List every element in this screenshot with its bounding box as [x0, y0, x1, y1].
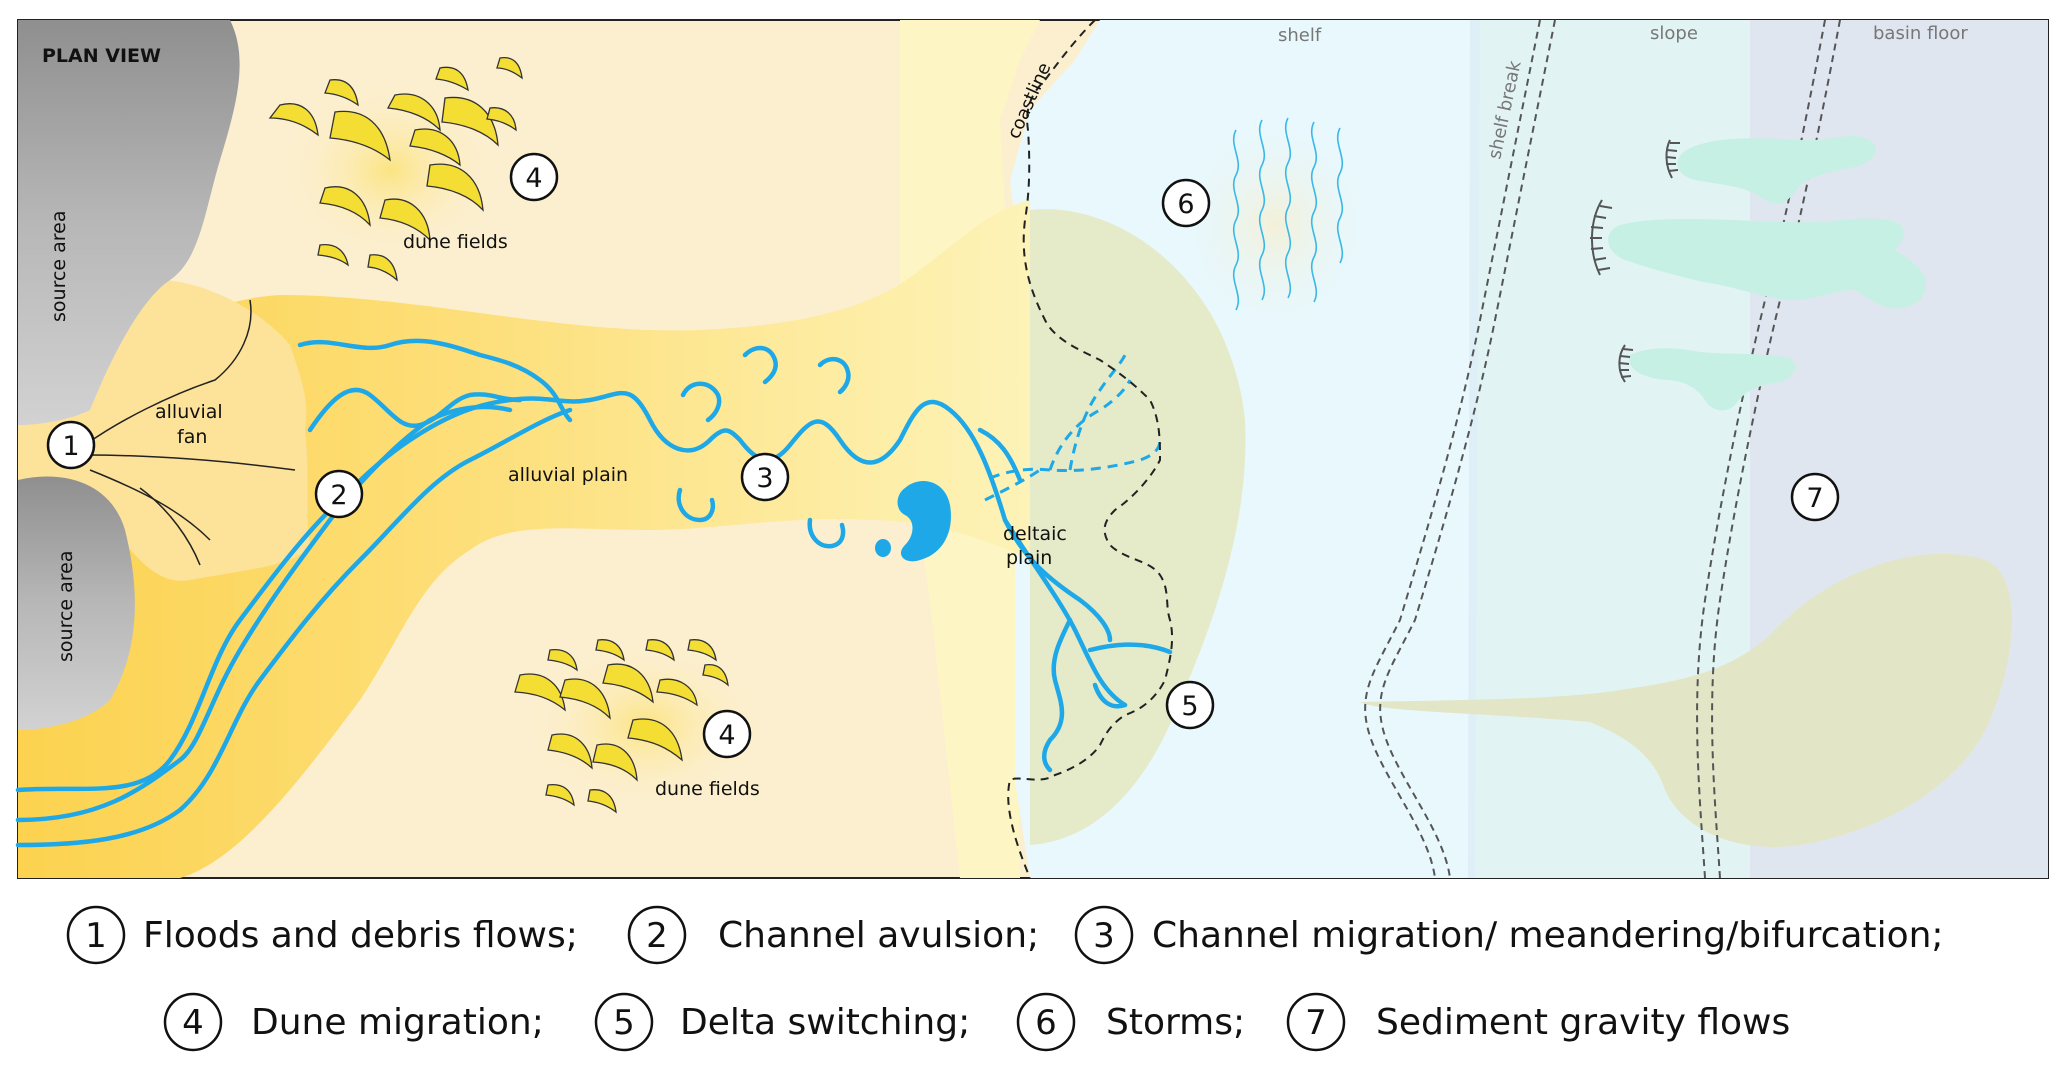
- source-area-bottom: [18, 476, 135, 730]
- marker-3: 3: [740, 452, 790, 502]
- basin-floor-label: basin floor: [1873, 23, 1968, 44]
- shelf-break-line: [1364, 19, 1556, 879]
- coastline: [1007, 19, 1174, 879]
- dunes-bottom: [514, 639, 729, 814]
- svg-text:2: 2: [646, 916, 668, 956]
- legend-text-3: Channel migration/ meandering/bifurcatio…: [1152, 915, 1944, 956]
- legend-item-3: 3 Channel migration/ meandering/bifurcat…: [1074, 905, 1944, 965]
- marker-6: 6: [1161, 178, 1211, 228]
- svg-text:4: 4: [718, 720, 735, 751]
- shelf-label: shelf: [1278, 25, 1322, 46]
- legend-item-4: 4 Dune migration;: [163, 992, 544, 1052]
- svg-text:1: 1: [62, 431, 79, 462]
- storm-glow: [1170, 110, 1380, 340]
- source-area-top-label: source area: [48, 210, 70, 322]
- svg-text:5: 5: [1181, 691, 1198, 722]
- legend-text-5: Delta switching;: [680, 1002, 970, 1043]
- marker-7: 7: [1790, 472, 1840, 522]
- alluvial-fan-label-line1: alluvial: [155, 401, 223, 423]
- deltaic-plain-label-line1: deltaic: [1003, 523, 1067, 545]
- svg-text:1: 1: [85, 916, 107, 956]
- legend-text-2: Channel avulsion;: [718, 915, 1039, 956]
- svg-text:6: 6: [1177, 189, 1194, 220]
- marker-2: 2: [314, 469, 364, 519]
- storm-waves: [1232, 117, 1344, 311]
- abandoned-distributaries: [984, 354, 1162, 502]
- source-area-bottom-label: source area: [55, 550, 77, 662]
- oxbow-lakes: [676, 345, 851, 549]
- legend-text-4: Dune migration;: [251, 1002, 544, 1043]
- svg-text:2: 2: [330, 480, 347, 511]
- svg-text:4: 4: [182, 1003, 204, 1043]
- dune-fields-bottom-label: dune fields: [655, 778, 760, 800]
- plan-view-title: PLAN VIEW: [42, 45, 161, 67]
- svg-text:3: 3: [1093, 916, 1115, 956]
- legend-item-2: 2 Channel avulsion;: [627, 905, 1039, 965]
- legend-item-6: 6 Storms;: [1016, 992, 1245, 1052]
- svg-text:3: 3: [756, 463, 773, 494]
- svg-text:5: 5: [613, 1003, 635, 1043]
- marker-5: 5: [1165, 680, 1215, 730]
- svg-text:7: 7: [1305, 1003, 1327, 1043]
- submarine-fan-lobe: [1360, 553, 2012, 847]
- alluvial-plain-label: alluvial plain: [508, 464, 628, 486]
- shelf-outer-band: [1468, 20, 1480, 878]
- river-channels: [15, 338, 1173, 848]
- marker-4-top: 4: [509, 152, 559, 202]
- marker-1: 1: [46, 420, 96, 470]
- svg-text:4: 4: [525, 163, 542, 194]
- legend-item-1: 1 Floods and debris flows;: [66, 905, 578, 965]
- delta-lobe: [1030, 209, 1246, 846]
- gravity-flow-plumes: [1608, 135, 1926, 411]
- source-area-top: [18, 20, 240, 425]
- slope-label: slope: [1650, 23, 1698, 44]
- svg-text:7: 7: [1806, 483, 1823, 514]
- dune-fields-top-label: dune fields: [403, 231, 508, 253]
- lake: [897, 481, 951, 562]
- deltaic-plain-label-line2: plain: [1006, 547, 1052, 569]
- slump-scarps: [1590, 139, 1680, 383]
- alluvial-fan-label-line2: fan: [177, 426, 207, 448]
- legend-text-6: Storms;: [1106, 1002, 1245, 1043]
- dunes-top: [268, 56, 523, 282]
- legend-text-7: Sediment gravity flows: [1376, 1002, 1790, 1043]
- fan-lines: [84, 299, 296, 566]
- legend-item-7: 7 Sediment gravity flows: [1286, 992, 1790, 1052]
- svg-text:6: 6: [1035, 1003, 1057, 1043]
- legend-text-1: Floods and debris flows;: [143, 915, 578, 956]
- marker-4-bottom: 4: [702, 709, 752, 759]
- lake-small: [875, 539, 891, 557]
- legend: 1 Floods and debris flows; 2 Channel avu…: [66, 905, 1944, 1052]
- legend-item-5: 5 Delta switching;: [594, 992, 970, 1052]
